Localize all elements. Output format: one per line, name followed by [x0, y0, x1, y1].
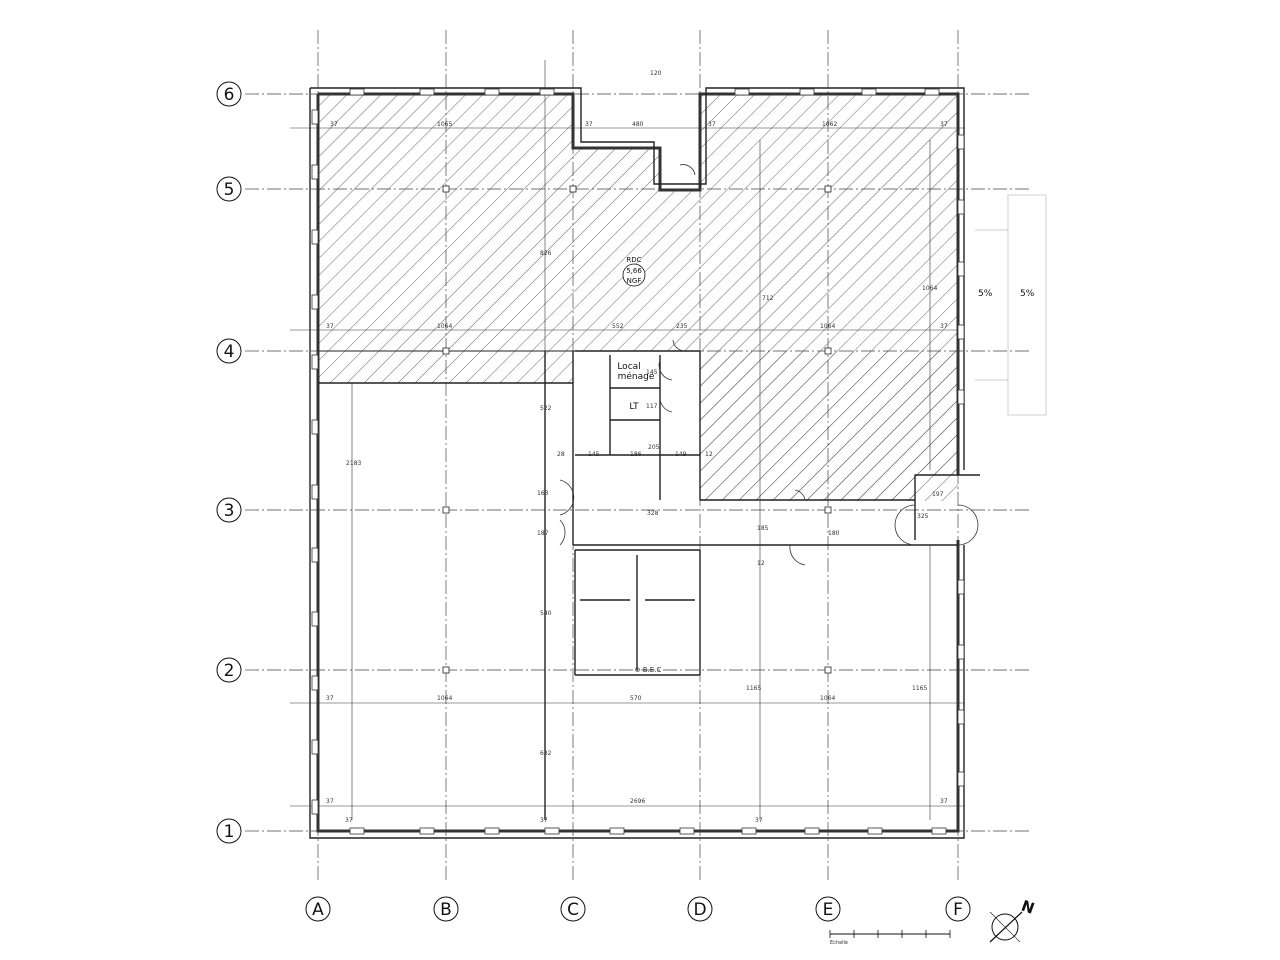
- scale-bar: Echelle: [829, 930, 951, 946]
- svg-text:NGF: NGF: [627, 277, 642, 285]
- room-local-menage-line1: Local: [617, 362, 640, 372]
- svg-text:37: 37: [345, 817, 353, 824]
- svg-text:1165: 1165: [912, 685, 927, 692]
- svg-text:197: 197: [932, 491, 944, 498]
- svg-text:632: 632: [540, 750, 552, 757]
- svg-text:4: 4: [224, 342, 235, 362]
- row-bubble-3: 3: [216, 497, 242, 523]
- exterior-ramp: [975, 194, 1047, 416]
- svg-text:328: 328: [647, 510, 659, 517]
- svg-text:5%: 5%: [978, 289, 993, 299]
- svg-text:163: 163: [537, 490, 549, 497]
- hatched-zone: [317, 93, 959, 501]
- svg-text:480: 480: [632, 121, 644, 128]
- svg-text:5%: 5%: [1020, 289, 1035, 299]
- svg-text:1064: 1064: [922, 285, 937, 292]
- svg-text:2: 2: [224, 661, 235, 681]
- facade-windows: [311, 88, 965, 835]
- svg-text:37: 37: [755, 817, 763, 824]
- svg-text:F: F: [953, 900, 963, 920]
- col-bubble-a: A: [305, 896, 331, 922]
- svg-text:117: 117: [646, 403, 658, 410]
- room-local-menage-line2: ménage: [618, 371, 655, 382]
- svg-text:1: 1: [224, 822, 235, 842]
- svg-text:RDC: RDC: [626, 256, 641, 264]
- row-bubble-4: 4: [216, 338, 242, 364]
- svg-text:28: 28: [557, 451, 565, 458]
- svg-text:149: 149: [675, 451, 687, 458]
- svg-text:12: 12: [757, 560, 765, 567]
- svg-text:1165: 1165: [746, 685, 761, 692]
- col-bubble-b: B: [433, 896, 459, 922]
- svg-text:37: 37: [330, 121, 338, 128]
- svg-text:1064: 1064: [437, 695, 452, 702]
- svg-text:187: 187: [537, 530, 549, 537]
- svg-text:2183: 2183: [346, 460, 361, 467]
- svg-text:186: 186: [630, 451, 642, 458]
- svg-text:1062: 1062: [822, 121, 837, 128]
- svg-text:1065: 1065: [437, 121, 452, 128]
- svg-text:37: 37: [540, 817, 548, 824]
- svg-text:N: N: [1019, 897, 1037, 918]
- svg-text:1064: 1064: [437, 323, 452, 330]
- svg-text:37: 37: [326, 695, 334, 702]
- svg-text:37: 37: [326, 323, 334, 330]
- svg-text:145: 145: [588, 451, 600, 458]
- svg-text:570: 570: [630, 695, 642, 702]
- dimension-lines: [290, 60, 965, 820]
- svg-text:6: 6: [224, 85, 235, 105]
- svg-text:552: 552: [612, 323, 624, 330]
- row-bubble-6: 6: [216, 81, 242, 107]
- svg-text:A: A: [312, 900, 324, 920]
- inner-walls: [309, 87, 980, 839]
- svg-text:D: D: [693, 900, 706, 920]
- svg-text:712: 712: [762, 295, 774, 302]
- svg-text:120: 120: [650, 70, 662, 77]
- svg-text:37: 37: [326, 798, 334, 805]
- svg-text:37: 37: [585, 121, 593, 128]
- row-bubbles: 6 5 4 3 2 1: [216, 81, 242, 844]
- svg-text:180: 180: [828, 530, 840, 537]
- room-lt: LT: [629, 402, 639, 412]
- row-bubble-1: 1: [216, 818, 242, 844]
- row-bubble-5: 5: [216, 176, 242, 202]
- svg-text:37: 37: [708, 121, 716, 128]
- svg-text:Echelle: Echelle: [830, 940, 848, 946]
- svg-text:145: 145: [646, 369, 658, 376]
- wc-tag: ⊕ B.E.C: [635, 666, 662, 674]
- svg-text:E: E: [823, 900, 834, 920]
- col-bubbles: A B C D E F: [305, 896, 971, 922]
- svg-text:540: 540: [540, 610, 552, 617]
- svg-text:37: 37: [940, 323, 948, 330]
- col-bubble-f: F: [945, 896, 971, 922]
- col-bubble-d: D: [687, 896, 713, 922]
- svg-text:37: 37: [940, 798, 948, 805]
- col-bubble-c: C: [560, 896, 586, 922]
- svg-text:B: B: [440, 900, 452, 920]
- svg-text:235: 235: [676, 323, 688, 330]
- svg-text:1064: 1064: [820, 323, 835, 330]
- svg-text:826: 826: [540, 250, 552, 257]
- svg-text:12: 12: [705, 451, 713, 458]
- row-bubble-2: 2: [216, 657, 242, 683]
- svg-text:522: 522: [540, 405, 552, 412]
- svg-text:3: 3: [224, 501, 235, 521]
- room-labels: Local ménage LT ⊕ B.E.C: [612, 358, 661, 674]
- north-arrow-icon: N: [989, 897, 1037, 943]
- doors: [559, 164, 979, 566]
- svg-text:185: 185: [757, 525, 769, 532]
- svg-text:205: 205: [648, 444, 660, 451]
- svg-text:5: 5: [224, 180, 235, 200]
- svg-text:5,66: 5,66: [626, 267, 642, 275]
- svg-text:C: C: [567, 900, 579, 920]
- column-posts: [442, 185, 832, 674]
- svg-text:2696: 2696: [630, 798, 645, 805]
- dimension-labels: 37 1065 37 480 37 1062 37 120 37 1064 55…: [326, 70, 1035, 824]
- svg-text:37: 37: [940, 121, 948, 128]
- svg-text:1064: 1064: [820, 695, 835, 702]
- col-bubble-e: E: [815, 896, 841, 922]
- level-marker: RDC 5,66 NGF: [622, 256, 646, 287]
- svg-text:325: 325: [917, 513, 929, 520]
